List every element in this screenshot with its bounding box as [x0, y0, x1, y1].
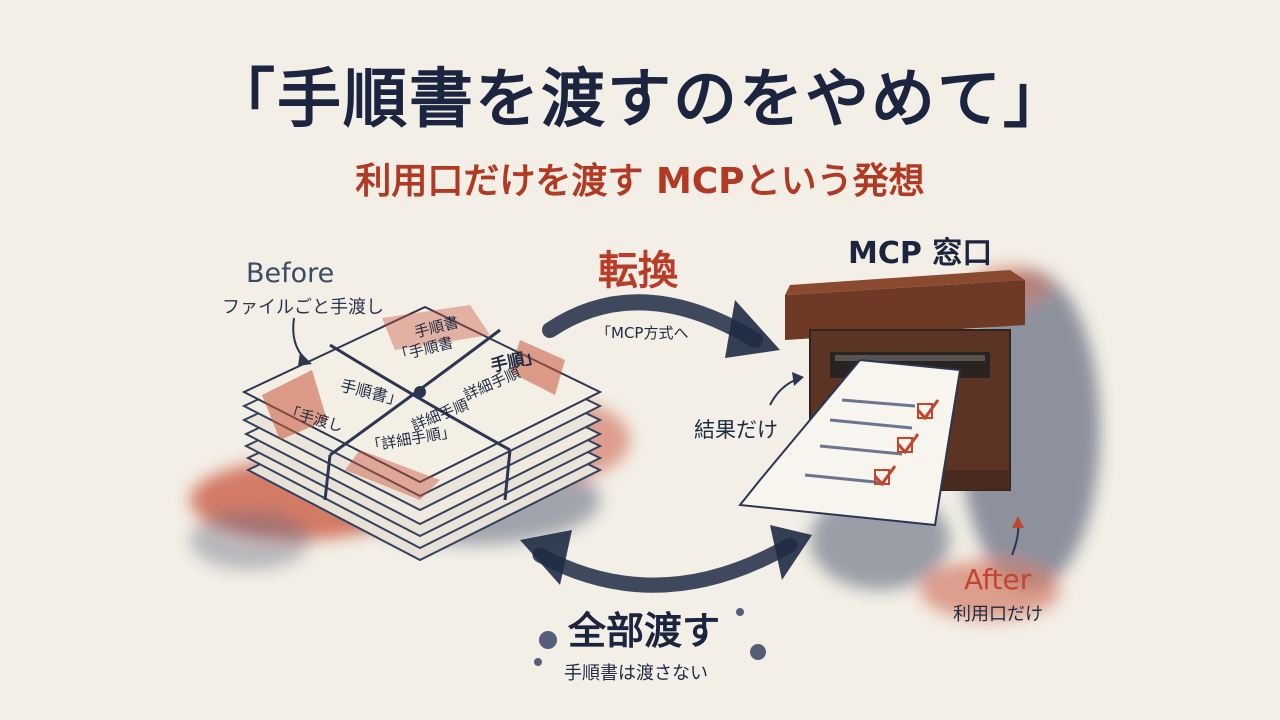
- result-sheet: [738, 358, 962, 527]
- after-label: After: [964, 563, 1032, 596]
- arrow-bidirectional: [520, 525, 812, 593]
- before-sublabel: ファイルごと手渡し: [222, 297, 384, 318]
- arrow-transform: [542, 294, 780, 358]
- ink-splash-bottom: [534, 608, 766, 666]
- bottom-sublabel: 手順書は渡さない: [564, 663, 708, 684]
- bottom-label: 全部渡す: [568, 609, 721, 653]
- page-title: 「手順書を渡すのをやめて」: [211, 62, 1069, 137]
- transform-label: 転換: [598, 248, 678, 294]
- pointer-arrows: [292, 317, 1024, 556]
- mcp-window-label: MCP 窓口: [848, 236, 993, 271]
- document-stack: [241, 305, 603, 562]
- page-subtitle: 利用口だけを渡す MCPという発想: [355, 161, 925, 202]
- transform-sublabel: 「MCP方式へ: [596, 324, 689, 342]
- before-label: Before: [246, 258, 335, 289]
- after-sublabel: 利用口だけ: [953, 604, 1043, 625]
- result-label: 結果だけ: [694, 418, 778, 442]
